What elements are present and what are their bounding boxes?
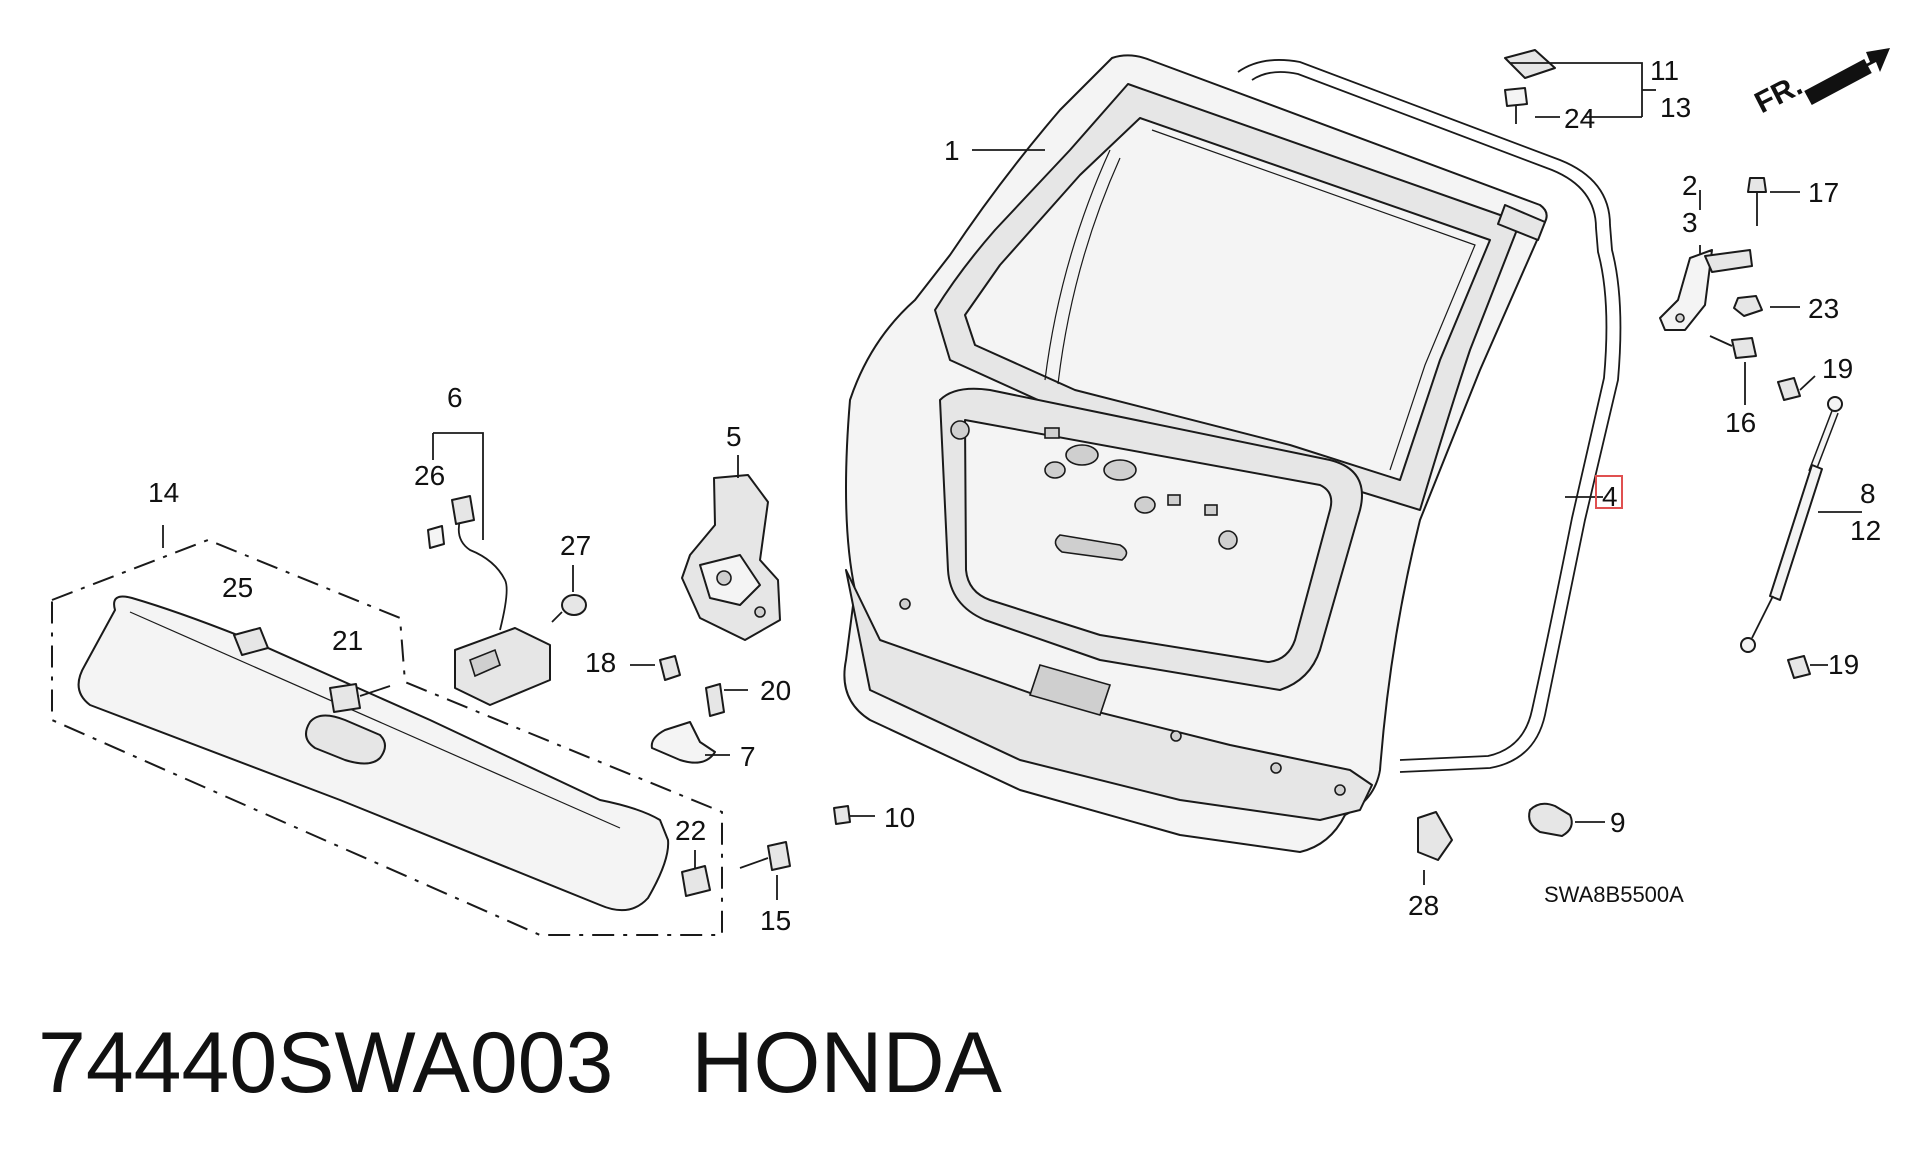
callout-24: 24: [1564, 103, 1595, 134]
callout-20: 20: [760, 675, 791, 706]
callout-28: 28: [1408, 890, 1439, 921]
gas-strut-drawing: [1740, 377, 1843, 679]
callout-17: 17: [1808, 177, 1839, 208]
callout-22: 22: [675, 815, 706, 846]
callout-26: 26: [414, 460, 445, 491]
callout-13: 13: [1660, 92, 1691, 123]
callout-7: 7: [740, 741, 756, 772]
callout-23: 23: [1808, 293, 1839, 324]
front-direction-label: FR.: [1750, 69, 1808, 120]
callout-1: 1: [944, 135, 960, 166]
callout-27: 27: [560, 530, 591, 561]
callout-21: 21: [332, 625, 363, 656]
tailgate-drawing: [843, 54, 1548, 853]
garnish-drawing: [51, 538, 723, 936]
callout-25: 25: [222, 572, 253, 603]
small-parts-drawing: [833, 802, 1573, 861]
caption: 74440SWA003 HONDA: [38, 1008, 1002, 1118]
callout-15: 15: [760, 905, 791, 936]
callout-10: 10: [884, 802, 915, 833]
leader-lines: [162, 62, 1862, 900]
callout-6: 6: [447, 382, 463, 413]
callout-5: 5: [726, 421, 742, 452]
callout-4: 4: [1602, 481, 1618, 512]
callout-2: 2: [1682, 170, 1698, 201]
hinge-drawing: [1659, 177, 1767, 359]
part-number: 74440SWA003: [38, 1015, 614, 1111]
highlighted-callout-box: [1595, 475, 1623, 509]
diagram-code: SWA8B5500A: [1544, 882, 1684, 907]
cap-clip-drawing: [1504, 49, 1556, 124]
latch-drawing: [650, 474, 781, 764]
callout-9: 9: [1610, 807, 1626, 838]
weatherstrip-drawing: [1237, 59, 1622, 773]
callout-14: 14: [148, 477, 179, 508]
front-direction-arrow: FR.: [1750, 48, 1890, 120]
handle-switch-drawing: [233, 495, 791, 897]
callout-12: 12: [1850, 515, 1881, 546]
callout-18: 18: [585, 647, 616, 678]
callout-11: 11: [1650, 55, 1679, 86]
callout-16: 16: [1725, 407, 1756, 438]
callout-19-upper: 19: [1822, 353, 1853, 384]
brand-name: HONDA: [691, 1015, 1002, 1111]
callout-8: 8: [1860, 478, 1876, 509]
callout-3: 3: [1682, 207, 1698, 238]
callout-19-lower: 19: [1828, 649, 1859, 680]
